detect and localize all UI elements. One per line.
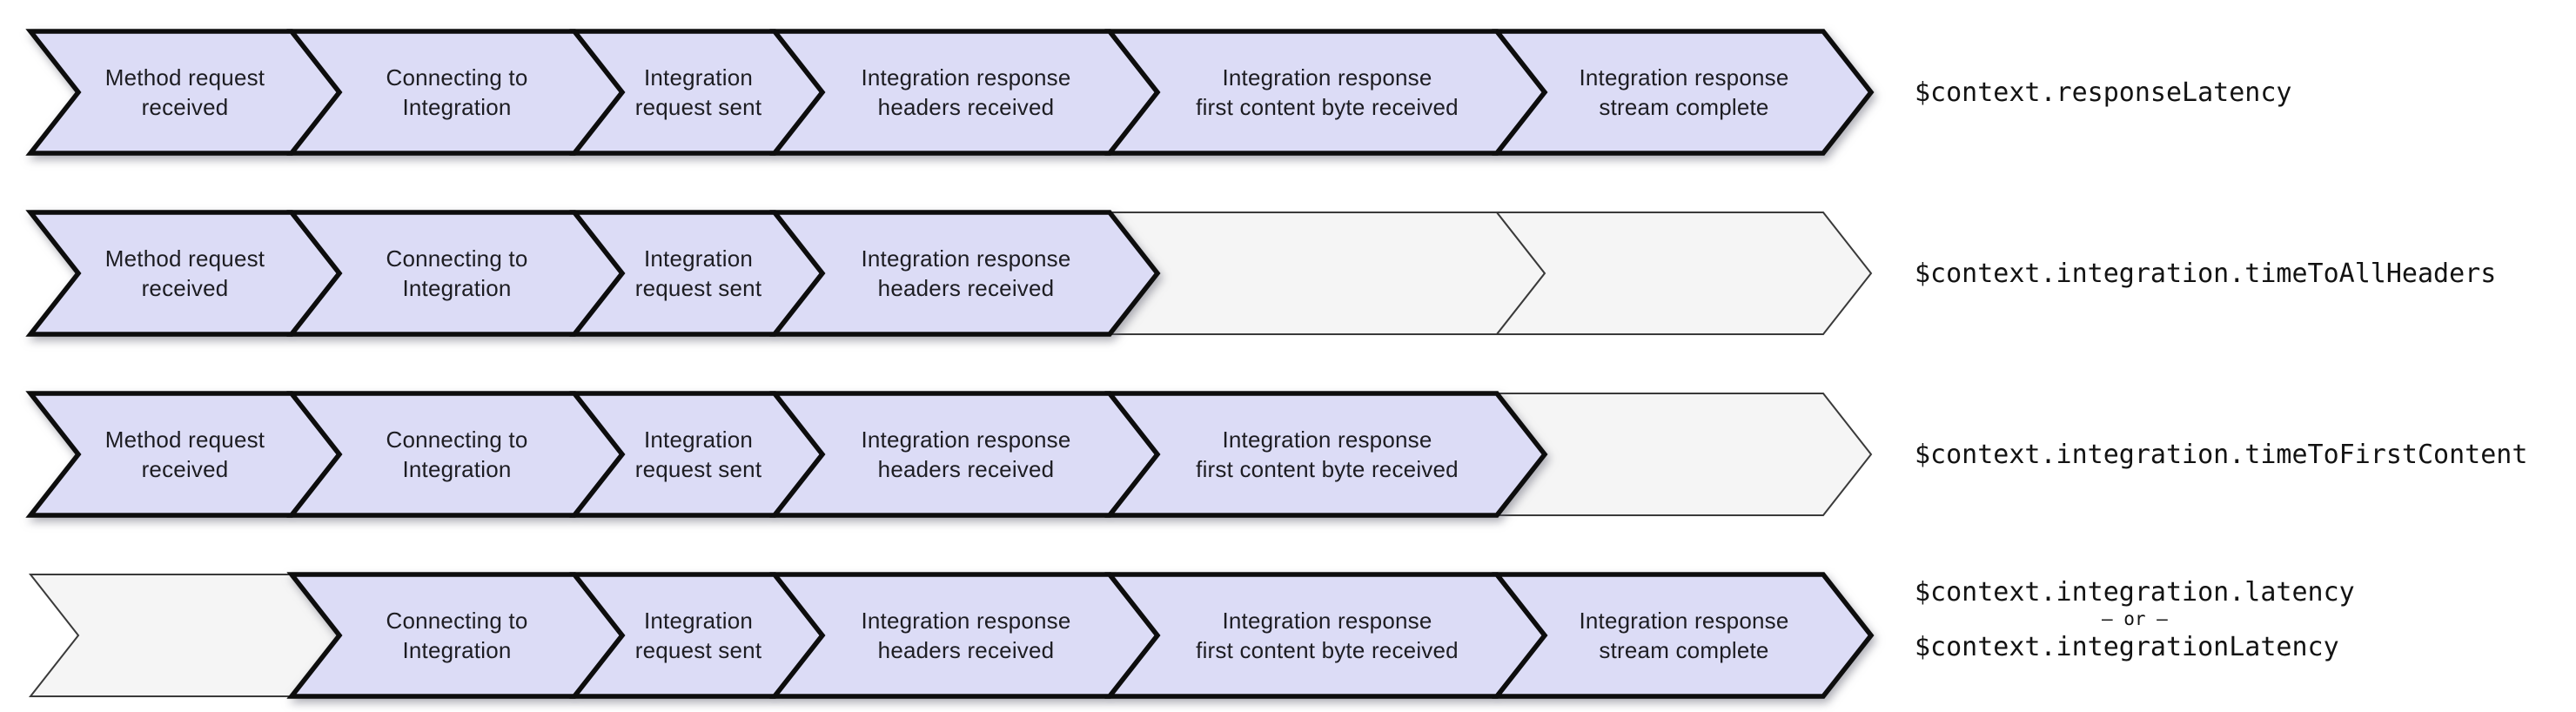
metric-code-label-4: $context.integration.latency– or –$conte… xyxy=(1915,559,2355,681)
stage-label-6: Integration response stream complete xyxy=(1579,607,1789,663)
stage-chevron-5 xyxy=(1104,391,1548,518)
metric-code-label-3: $context.integration.timeToFirstContent xyxy=(1915,439,2528,470)
stage-label-5: Integration response first content byte … xyxy=(1196,426,1459,482)
stage-label-1: Method request received xyxy=(104,426,265,482)
row-arrow-svg xyxy=(25,29,1875,156)
empty-chevron-5 xyxy=(1107,212,1546,335)
stage-label-4: Integration response headers received xyxy=(861,245,1071,301)
stage-label-3: Integration request sent xyxy=(634,64,762,120)
stage-label-5: Integration response first content byte … xyxy=(1196,607,1459,663)
timeline-row-4: Connecting to Integration Integration req… xyxy=(0,572,2576,699)
stage-label-5: Integration response first content byte … xyxy=(1196,64,1459,120)
empty-chevron-6 xyxy=(1494,212,1873,335)
metric-code-alternate: $context.integrationLatency xyxy=(1915,631,2339,662)
filled-stages-group xyxy=(286,572,1875,699)
row-arrow-svg xyxy=(28,572,1875,699)
stage-label-6: Integration response stream complete xyxy=(1579,64,1789,120)
stage-label-3: Integration request sent xyxy=(634,426,762,482)
stage-chevron-4 xyxy=(769,210,1161,337)
stage-label-2: Connecting to Integration xyxy=(386,64,528,120)
timeline-row-2: Method request received Connecting to Int… xyxy=(0,210,2576,337)
row-arrow-svg xyxy=(25,210,1873,337)
stage-chevron-6 xyxy=(1492,29,1875,156)
stage-label-1: Method request received xyxy=(104,64,265,120)
stage-label-2: Connecting to Integration xyxy=(386,245,528,301)
timeline-row-1: Method request received Connecting to Int… xyxy=(0,29,2576,156)
stage-label-3: Integration request sent xyxy=(634,245,762,301)
metric-code-label-2: $context.integration.timeToAllHeaders xyxy=(1915,258,2497,289)
row-arrow-svg xyxy=(25,391,1873,518)
or-separator: – or – xyxy=(2101,608,2168,630)
stage-label-3: Integration request sent xyxy=(634,607,762,663)
stage-label-2: Connecting to Integration xyxy=(386,426,528,482)
stage-label-4: Integration response headers received xyxy=(861,64,1071,120)
stage-chevron-6 xyxy=(1492,572,1875,699)
stage-label-4: Integration response headers received xyxy=(861,607,1071,663)
stage-label-4: Integration response headers received xyxy=(861,426,1071,482)
empty-chevron-1 xyxy=(28,574,341,697)
metric-code-primary: $context.integration.latency xyxy=(1915,577,2355,608)
empty-chevron-6 xyxy=(1494,393,1873,516)
stage-label-2: Connecting to Integration xyxy=(386,607,528,663)
filled-stages-group xyxy=(25,29,1875,156)
filled-stages-group xyxy=(25,210,1161,337)
timeline-row-3: Method request received Connecting to Int… xyxy=(0,391,2576,518)
filled-stages-group xyxy=(25,391,1548,518)
metric-code-label-1: $context.responseLatency xyxy=(1915,77,2292,108)
stage-label-1: Method request received xyxy=(104,245,265,301)
